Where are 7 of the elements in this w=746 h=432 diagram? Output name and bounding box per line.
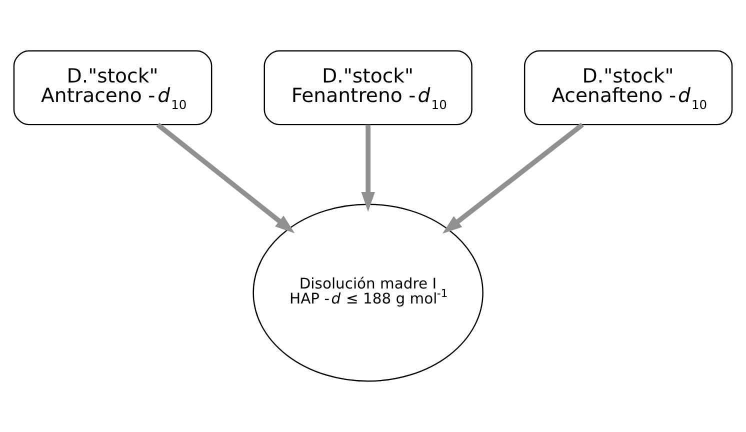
node-ellipse: Disolución madre I HAP -d ≤ 188 g mol$^{-1}$	[252, 204, 484, 382]
node-box: D."stock" Antraceno -d$_{10}$	[13, 50, 212, 126]
node-box: D."stock" Acenafteno -d$_{10}$	[524, 50, 733, 126]
arrow	[156, 122, 295, 234]
arrow	[361, 124, 375, 212]
node-box: D."stock" Fenantreno -d$_{10}$	[264, 50, 472, 126]
arrow	[442, 122, 584, 234]
